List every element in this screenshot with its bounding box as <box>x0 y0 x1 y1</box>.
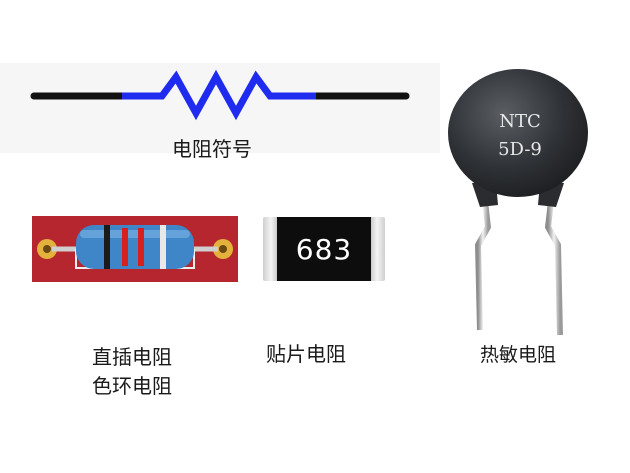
smd-label: 贴片电阻 <box>266 342 346 366</box>
smd-resistor-image: 683 <box>263 217 385 281</box>
color-band-3 <box>138 228 144 266</box>
color-band-4 <box>160 225 166 269</box>
resistor-symbol-panel <box>0 63 440 153</box>
ntc-marking-line1: NTC <box>499 111 541 132</box>
through-hole-label-line2: 色环电阻 <box>92 374 172 398</box>
ntc-lead-right <box>545 192 563 336</box>
through-hole-resistor-image <box>32 216 238 282</box>
ntc-label: 热敏电阻 <box>480 344 557 366</box>
color-band-1 <box>104 225 110 269</box>
smd-marking: 683 <box>295 232 353 266</box>
symbol-label: 电阻符号 <box>172 137 252 161</box>
smd-terminal-right <box>369 217 385 281</box>
smd-terminal-left <box>263 217 279 281</box>
ntc-lead-left <box>475 192 491 331</box>
color-band-2 <box>122 228 128 266</box>
symbol-zigzag <box>122 69 316 121</box>
through-hole-label-line1: 直插电阻 <box>92 345 172 369</box>
smd-chip-body: 683 <box>277 217 371 281</box>
ntc-marking-line2: 5D-9 <box>498 139 542 160</box>
ntc-thermistor-image: NTC 5D-9 <box>448 69 588 336</box>
ntc-disc-body <box>448 69 588 197</box>
resistor-symbol-icon <box>30 69 410 121</box>
